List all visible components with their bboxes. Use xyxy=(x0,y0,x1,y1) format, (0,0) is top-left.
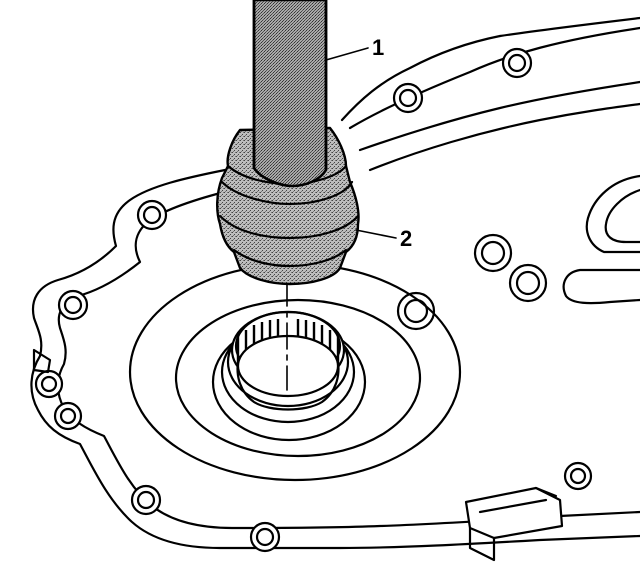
leader-line-2 xyxy=(355,229,397,239)
callout-2: 2 xyxy=(400,226,412,251)
bolt-hole xyxy=(563,461,593,491)
stud xyxy=(508,263,548,303)
housing-flange xyxy=(30,16,640,550)
callout-1: 1 xyxy=(372,35,384,60)
stud xyxy=(396,291,436,331)
right-housing-features xyxy=(396,174,640,331)
bolt-hole xyxy=(249,521,281,553)
needle-bearing xyxy=(230,310,346,411)
bolt-hole xyxy=(130,484,162,516)
bolt-hole xyxy=(392,82,424,114)
flange-tab xyxy=(32,348,52,374)
bolt-hole xyxy=(501,47,533,79)
driver-handle xyxy=(252,0,328,188)
stud xyxy=(473,233,513,273)
clip-bracket xyxy=(464,486,564,562)
bolt-holes xyxy=(34,47,593,553)
bolt-hole xyxy=(136,199,168,231)
bolt-hole xyxy=(34,369,64,399)
bolt-hole xyxy=(53,401,83,431)
bolt-hole xyxy=(57,289,89,321)
leader-line-1 xyxy=(325,47,369,61)
